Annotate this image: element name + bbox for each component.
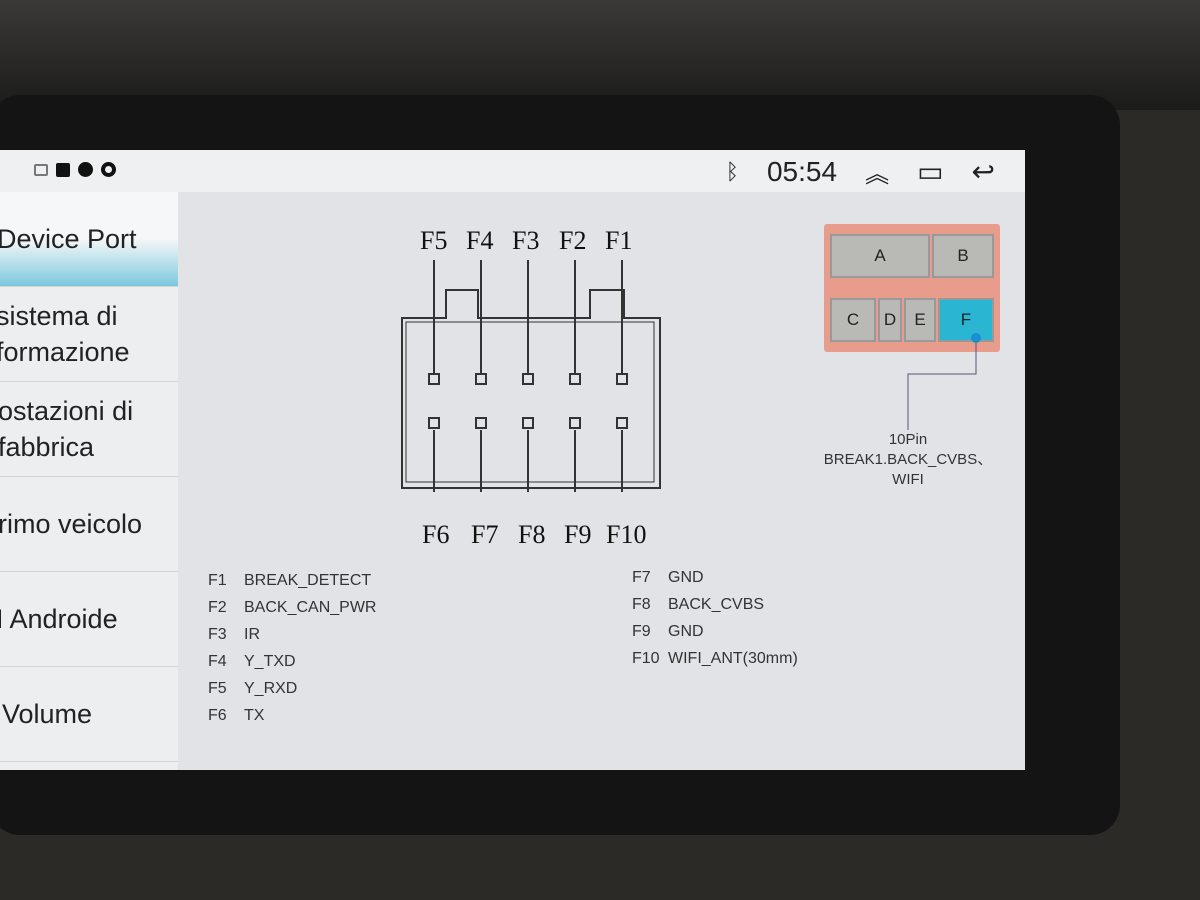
legend-signal: BREAK_DETECT bbox=[244, 572, 372, 589]
sidebar: Device Port sistema di formazione ostazi… bbox=[0, 192, 178, 770]
clock: 05:54 bbox=[766, 155, 838, 187]
legend-signal: GND bbox=[668, 623, 704, 640]
connector-note: 10Pin BREAK1.BACK_CVBS、 WIFI bbox=[798, 430, 1018, 490]
legend-pin: F1 bbox=[208, 572, 227, 589]
legend-row: F8 BACK_CVBS bbox=[632, 591, 798, 618]
note-line: WIFI bbox=[892, 471, 924, 488]
connector-label: C bbox=[846, 310, 860, 329]
note-line: 10Pin bbox=[888, 431, 928, 448]
connector-d[interactable]: D bbox=[878, 298, 902, 342]
connector-label: A bbox=[874, 246, 886, 265]
pin-label-bottom: F10 bbox=[606, 520, 647, 549]
sidebar-item-label: Volume bbox=[2, 699, 93, 729]
chevron-up-icon[interactable]: ︽ bbox=[865, 161, 890, 188]
legend-signal: Y_TXD bbox=[244, 653, 296, 670]
pin-label-top: F3 bbox=[512, 226, 540, 255]
pin-square bbox=[616, 417, 628, 429]
square-icon bbox=[56, 162, 70, 177]
sidebar-item-system-info[interactable]: sistema di formazione bbox=[0, 287, 178, 382]
legend-pin: F4 bbox=[208, 653, 227, 670]
legend-pin: F5 bbox=[208, 680, 227, 697]
sidebar-item-label: I Androide bbox=[0, 604, 118, 634]
sidebar-item-label: Device Port bbox=[0, 224, 137, 254]
pin-label-top: F2 bbox=[559, 226, 587, 255]
dashboard-vent bbox=[0, 0, 1200, 110]
pin-label-top: F1 bbox=[605, 226, 633, 255]
pin-square bbox=[522, 373, 534, 385]
legend-signal: BACK_CVBS bbox=[668, 596, 765, 613]
legend-row: F9 GND bbox=[632, 618, 798, 645]
pin-square bbox=[569, 373, 581, 385]
legend-pin: F2 bbox=[208, 599, 227, 616]
connector-label: B bbox=[957, 246, 969, 265]
dot-icon bbox=[78, 162, 93, 177]
pin-square bbox=[616, 373, 628, 385]
connector-a[interactable]: A bbox=[830, 234, 930, 278]
legend-row: F6 TX bbox=[208, 702, 376, 729]
sidebar-item-label: ostazioni di fabbrica bbox=[0, 396, 134, 462]
connector-f[interactable]: F bbox=[938, 298, 994, 342]
legend-signal: TX bbox=[244, 707, 265, 724]
pin-square bbox=[428, 373, 440, 385]
sidebar-item-volume[interactable]: Volume bbox=[0, 667, 178, 762]
sidebar-item-label: rimo veicolo bbox=[0, 509, 143, 539]
screen: ᛒ 05:54 ︽ ▭ ↩ Device Port sistema di for… bbox=[0, 150, 1025, 770]
legend-row: F10 WIFI_ANT(30mm) bbox=[632, 645, 798, 672]
gallery-icon bbox=[34, 163, 48, 176]
recent-apps-icon[interactable]: ▭ bbox=[917, 156, 944, 187]
pin-label-bottom: F9 bbox=[564, 520, 592, 549]
connector-e[interactable]: E bbox=[904, 298, 936, 342]
pin-label-top: F4 bbox=[466, 226, 494, 255]
connector-label: E bbox=[914, 310, 926, 329]
sidebar-item-label: sistema di formazione bbox=[0, 301, 130, 367]
pin-label-top: F5 bbox=[420, 226, 448, 255]
legend-row: F5 Y_RXD bbox=[208, 675, 376, 702]
legend-signal: WIFI_ANT(30mm) bbox=[668, 650, 798, 667]
legend-row: F1 BREAK_DETECT bbox=[208, 567, 376, 594]
legend-pin: F8 bbox=[632, 596, 651, 613]
connector-label: D bbox=[883, 310, 897, 329]
pin-square bbox=[569, 417, 581, 429]
legend-row: F7 GND bbox=[632, 564, 798, 591]
legend-pin: F10 bbox=[632, 650, 660, 667]
legend-pin: F6 bbox=[208, 707, 227, 724]
pin-diagram bbox=[401, 260, 661, 492]
note-line: BREAK1.BACK_CVBS、 bbox=[823, 451, 993, 468]
pin-square bbox=[475, 417, 487, 429]
pin-square bbox=[475, 373, 487, 385]
pin-legend-left: F1 BREAK_DETECT F2 BACK_CAN_PWR F3 IR F4 Y_T… bbox=[208, 567, 376, 729]
legend-row: F4 Y_TXD bbox=[208, 648, 376, 675]
sidebar-item-vehicle[interactable]: rimo veicolo bbox=[0, 477, 178, 572]
pin-square bbox=[428, 417, 440, 429]
ring-icon bbox=[101, 162, 116, 177]
legend-signal: Y_RXD bbox=[244, 680, 298, 697]
connector-map: A B C D E F bbox=[824, 224, 1000, 352]
pin-square bbox=[522, 417, 534, 429]
pin-label-bottom: F7 bbox=[471, 520, 499, 549]
back-icon[interactable]: ↩ bbox=[971, 156, 995, 187]
pin-label-bottom: F8 bbox=[518, 520, 546, 549]
sidebar-item-factory-settings[interactable]: ostazioni di fabbrica bbox=[0, 382, 178, 477]
legend-signal: BACK_CAN_PWR bbox=[244, 599, 377, 616]
bluetooth-icon: ᛒ bbox=[725, 158, 739, 184]
pin-label-bottom: F6 bbox=[422, 520, 450, 549]
sidebar-item-android[interactable]: I Androide bbox=[0, 572, 178, 667]
legend-row: F3 IR bbox=[208, 621, 376, 648]
legend-signal: IR bbox=[244, 626, 260, 643]
status-bar: ᛒ 05:54 ︽ ▭ ↩ bbox=[0, 150, 1025, 192]
legend-pin: F7 bbox=[632, 569, 651, 586]
legend-row: F2 BACK_CAN_PWR bbox=[208, 594, 376, 621]
legend-pin: F9 bbox=[632, 623, 651, 640]
connector-c[interactable]: C bbox=[830, 298, 876, 342]
connector-b[interactable]: B bbox=[932, 234, 994, 278]
connector-label: F bbox=[960, 310, 972, 329]
legend-signal: GND bbox=[668, 569, 704, 586]
sidebar-item-device-port[interactable]: Device Port bbox=[0, 192, 178, 287]
legend-pin: F3 bbox=[208, 626, 227, 643]
